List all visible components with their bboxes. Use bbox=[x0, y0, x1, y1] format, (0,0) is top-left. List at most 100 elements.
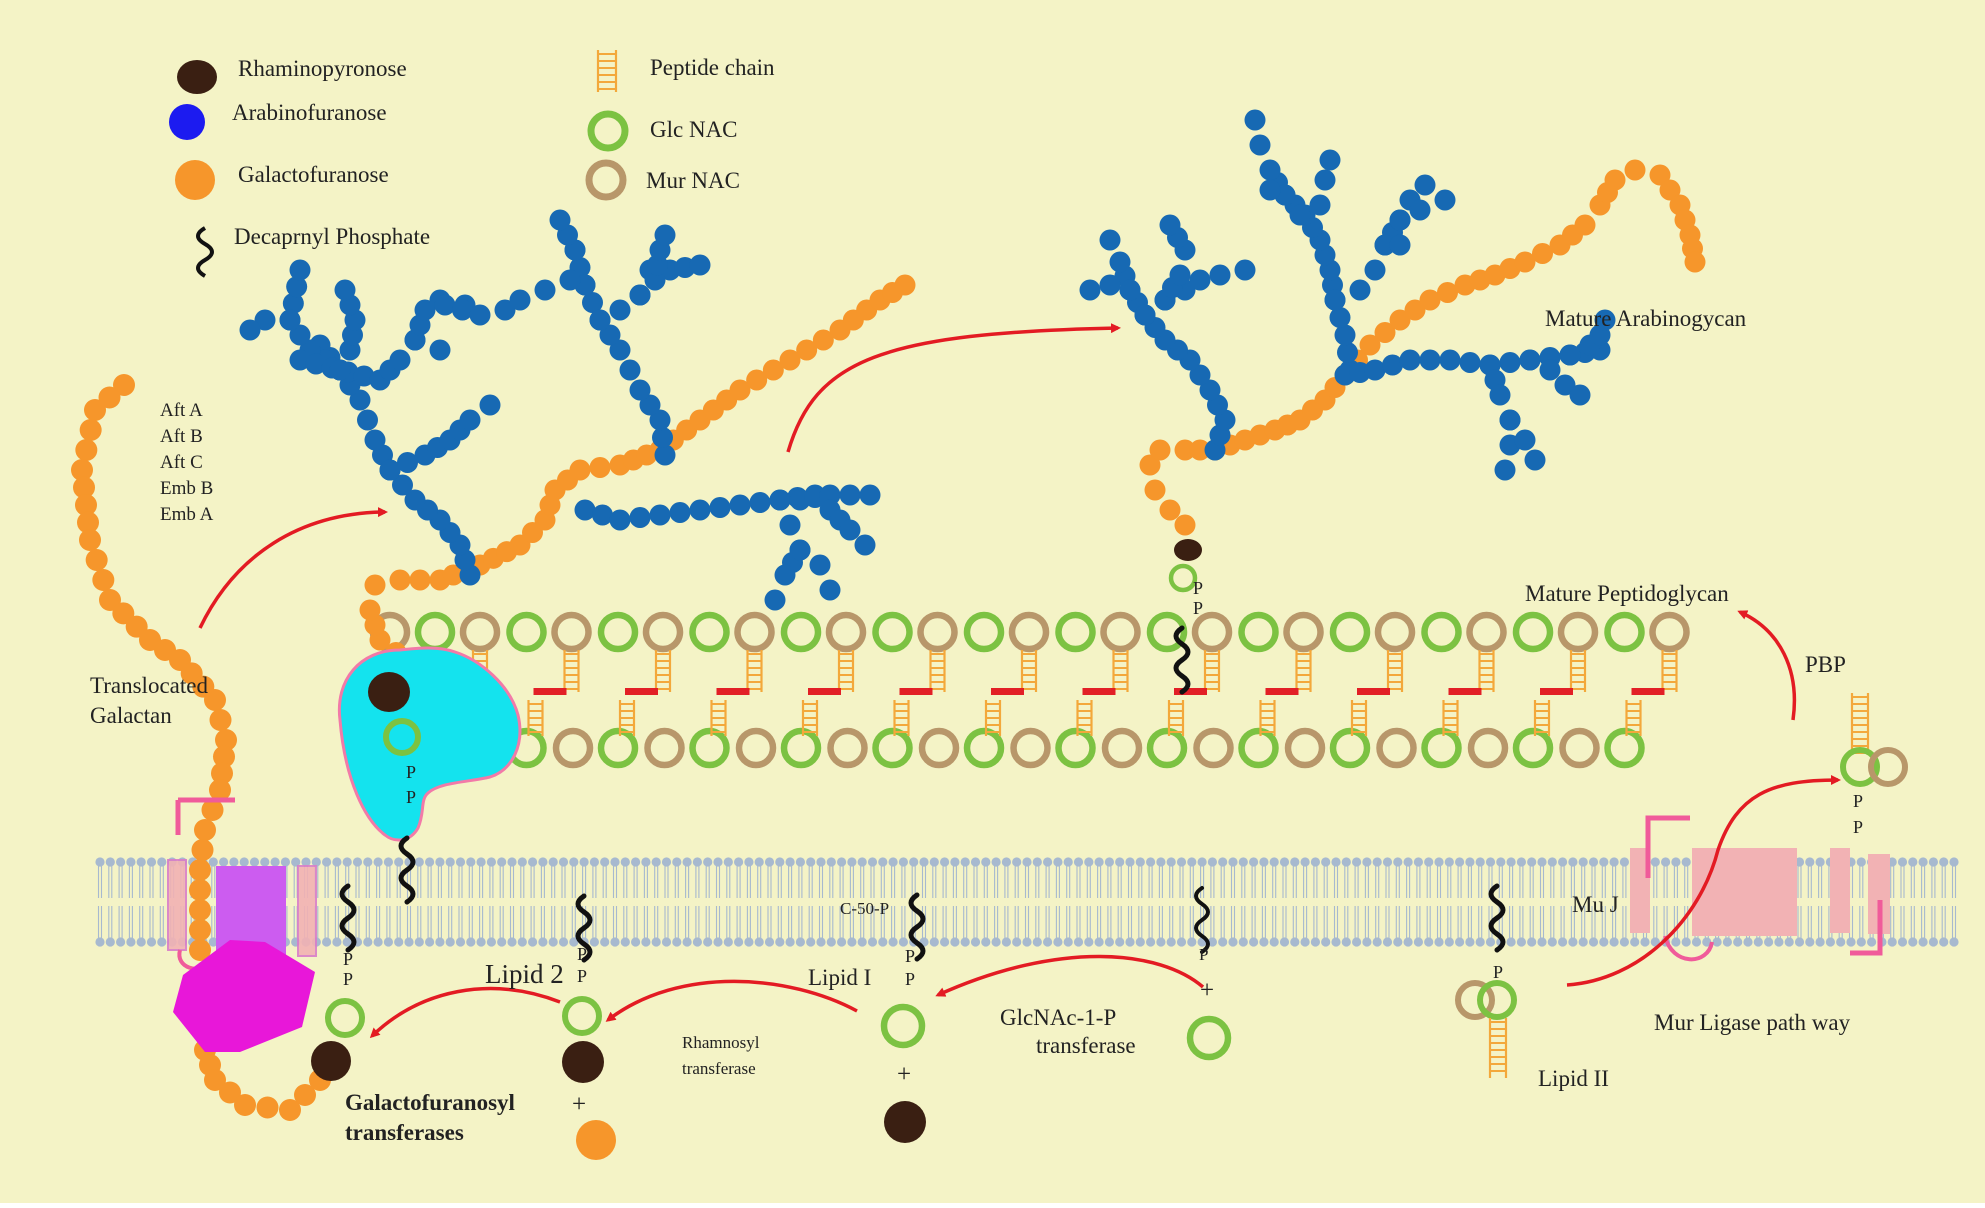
arabinose-icon bbox=[169, 104, 205, 140]
galactose-bead bbox=[389, 569, 411, 591]
lipid-head bbox=[1001, 937, 1012, 947]
galactose-bead bbox=[204, 1069, 226, 1091]
peptide-crosslink bbox=[1174, 688, 1207, 695]
lipid-head bbox=[744, 937, 754, 947]
label-galactan: Galactan bbox=[90, 703, 172, 728]
galactan-chain-mature bbox=[1139, 159, 1706, 536]
lipid-head bbox=[1764, 937, 1774, 947]
decaprenyl-phosphate bbox=[339, 883, 357, 953]
galactose-bead bbox=[73, 476, 95, 499]
lipid-tail bbox=[1055, 866, 1060, 938]
lipid-tail bbox=[561, 866, 566, 938]
peptide-crosslink bbox=[1082, 688, 1116, 695]
lipid-tail bbox=[633, 866, 638, 938]
lipid-head bbox=[1578, 857, 1588, 867]
rhamnose bbox=[562, 1041, 604, 1083]
galactose-bead bbox=[71, 459, 93, 481]
arabinose-bead bbox=[1349, 279, 1371, 301]
arabinose-bead bbox=[279, 309, 301, 331]
arabinose-bead bbox=[599, 324, 621, 346]
lipid-tail bbox=[159, 866, 164, 938]
arabinan-mature bbox=[1079, 109, 1616, 481]
peptide-rail bbox=[1020, 650, 1038, 692]
legend-peptide: Peptide chain bbox=[596, 50, 775, 92]
lipid-head bbox=[1588, 937, 1599, 947]
lipid-head bbox=[1630, 937, 1640, 947]
lipid-tail bbox=[417, 866, 422, 938]
lipid-head bbox=[1259, 857, 1269, 867]
murj-helix-2 bbox=[1830, 848, 1850, 933]
peptide-chain bbox=[527, 700, 544, 736]
galactose-bead bbox=[211, 762, 233, 785]
lipid-head bbox=[1475, 937, 1485, 947]
peptide-chain bbox=[1661, 650, 1678, 692]
arabinose-bead bbox=[1494, 459, 1516, 481]
peptide-crosslink bbox=[533, 688, 567, 695]
lipid-tail bbox=[592, 866, 597, 938]
glcnac-ring bbox=[872, 611, 913, 653]
lipid-head bbox=[558, 937, 569, 947]
lipid-tail bbox=[139, 866, 144, 938]
peptide-chain bbox=[1386, 650, 1404, 692]
lipid-head bbox=[1856, 937, 1866, 947]
glcnac-ring bbox=[383, 718, 421, 756]
lipid-tail bbox=[818, 866, 824, 938]
arabinose-bead bbox=[1519, 349, 1541, 371]
lipid-head bbox=[1485, 857, 1496, 867]
lipid-tail bbox=[1951, 866, 1957, 938]
arabinose-bead bbox=[1439, 349, 1461, 371]
lipid-head bbox=[826, 857, 836, 867]
arabinose-bead bbox=[629, 507, 651, 528]
lipid-head bbox=[950, 937, 960, 947]
lipid-tail bbox=[582, 866, 587, 938]
lipid-head bbox=[682, 937, 692, 947]
lipid-head bbox=[1352, 937, 1362, 947]
peptidoglycan-unit bbox=[827, 611, 958, 769]
peptide-chain bbox=[1350, 700, 1368, 736]
galactose-bead bbox=[746, 369, 768, 391]
arabinose-bead bbox=[414, 299, 436, 321]
peptide-rail bbox=[1661, 650, 1678, 692]
label-galactofuranosyl-transferases: transferases bbox=[345, 1120, 464, 1145]
lipid-head bbox=[1918, 937, 1928, 947]
arabinose-bead bbox=[609, 339, 631, 361]
glcnac-ring bbox=[1186, 1015, 1232, 1061]
lipid-head bbox=[1506, 937, 1516, 947]
galactose-bead bbox=[359, 599, 381, 621]
lipid-tail bbox=[1086, 866, 1091, 938]
lipid-tail bbox=[1097, 866, 1102, 938]
ag-pg-linkage: PP bbox=[1168, 539, 1203, 695]
lipid-head bbox=[1897, 857, 1908, 867]
murnac-ring bbox=[1649, 611, 1690, 653]
lipid-tail bbox=[1282, 866, 1287, 938]
lipid-head bbox=[1516, 937, 1526, 947]
arabinose-bead bbox=[1324, 289, 1346, 311]
label-emb-a: Emb A bbox=[160, 504, 214, 525]
murj-loop-top bbox=[1645, 815, 1690, 878]
glcnac-ring bbox=[689, 727, 730, 769]
lipid-head bbox=[1558, 937, 1568, 947]
lipid-tail bbox=[1921, 866, 1926, 938]
lipid-head bbox=[1516, 857, 1526, 867]
arabinose-bead bbox=[379, 459, 401, 481]
lipid-head bbox=[1084, 857, 1094, 867]
glcnac-ring bbox=[1421, 727, 1462, 769]
arabinose-bead bbox=[589, 309, 611, 331]
galactose-bead bbox=[1659, 179, 1681, 201]
lipid-head bbox=[1372, 857, 1382, 867]
lipid-head bbox=[1939, 857, 1949, 867]
lipid-head bbox=[764, 857, 775, 867]
arabinose-bead bbox=[1189, 364, 1211, 386]
peptidoglycan-unit bbox=[1284, 611, 1416, 769]
lipid-head bbox=[1825, 937, 1835, 947]
galactose-bead bbox=[1149, 439, 1171, 461]
lipid-2: PP+ bbox=[562, 893, 616, 1160]
lipid-tail bbox=[1220, 866, 1225, 938]
lipid-head bbox=[569, 857, 579, 867]
galactose-bead bbox=[75, 494, 97, 516]
arabinose-bead bbox=[1524, 449, 1546, 471]
galactose-bead bbox=[125, 615, 148, 638]
arabinose-bead bbox=[434, 294, 456, 316]
lipid-tail bbox=[1148, 866, 1153, 938]
lipid-tail bbox=[685, 866, 690, 938]
